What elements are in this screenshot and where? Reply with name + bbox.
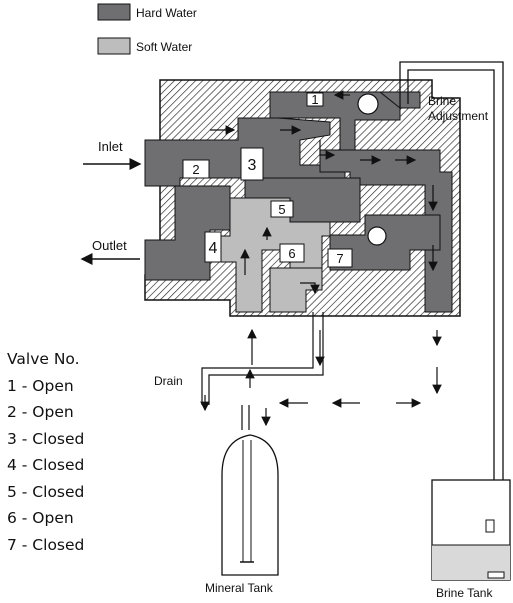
legend-hard-water-label: Hard Water	[136, 6, 197, 20]
brine-ball-valve-upper	[357, 93, 379, 115]
valve-1-number: 1	[311, 92, 318, 107]
inlet-connection: Inlet	[83, 139, 142, 170]
brine-tube	[399, 61, 504, 580]
brine-adjustment-label-line1: Brine	[428, 94, 456, 108]
valve-2-number: 2	[192, 162, 199, 177]
outlet-connection: Outlet	[80, 238, 140, 265]
inlet-label: Inlet	[98, 139, 123, 154]
brine-tank	[431, 479, 511, 581]
valve-status-item: 7 - Closed	[7, 535, 85, 554]
valve-status-item: 5 - Closed	[7, 482, 85, 501]
valve-5-number: 5	[278, 202, 285, 217]
valve-status-item: 3 - Closed	[7, 429, 85, 448]
valve-status-item: 4 - Closed	[7, 456, 85, 474]
outlet-label: Outlet	[92, 238, 127, 253]
valve-7-number: 7	[336, 251, 343, 266]
mineral-tank-label: Mineral Tank	[205, 581, 274, 595]
legend: Hard Water Soft Water	[97, 3, 197, 55]
valve-6-number: 6	[288, 246, 295, 261]
mineral-tank	[221, 434, 279, 576]
valve-3-number: 3	[248, 157, 257, 174]
valve-4-number: 4	[209, 240, 218, 257]
internal-flow-arrows	[210, 90, 438, 295]
external-flow-arrows	[200, 328, 442, 427]
valve-labels: 1 2 3 4 5 6 7	[182, 92, 353, 268]
brine-ball-valve-lower	[367, 226, 387, 246]
valve-status-item: 6 - Open	[7, 509, 74, 527]
legend-soft-water-label: Soft Water	[136, 40, 192, 54]
brine-adjustment-label-line2: Adjustment	[428, 109, 489, 123]
valve-status-item: 1 - Open	[7, 376, 74, 395]
legend-hard-water-swatch	[97, 3, 131, 21]
lower-pipes	[201, 312, 324, 430]
valve-list-title: Valve No.	[7, 350, 80, 368]
valve-status-list: Valve No. 1 - Open 2 - Open 3 - Closed 4…	[7, 346, 157, 558]
legend-soft-water-swatch	[97, 37, 131, 55]
drain-label: Drain	[154, 374, 183, 388]
brine-tank-label: Brine Tank	[436, 586, 493, 600]
valve-status-item: 2 - Open	[7, 403, 74, 421]
